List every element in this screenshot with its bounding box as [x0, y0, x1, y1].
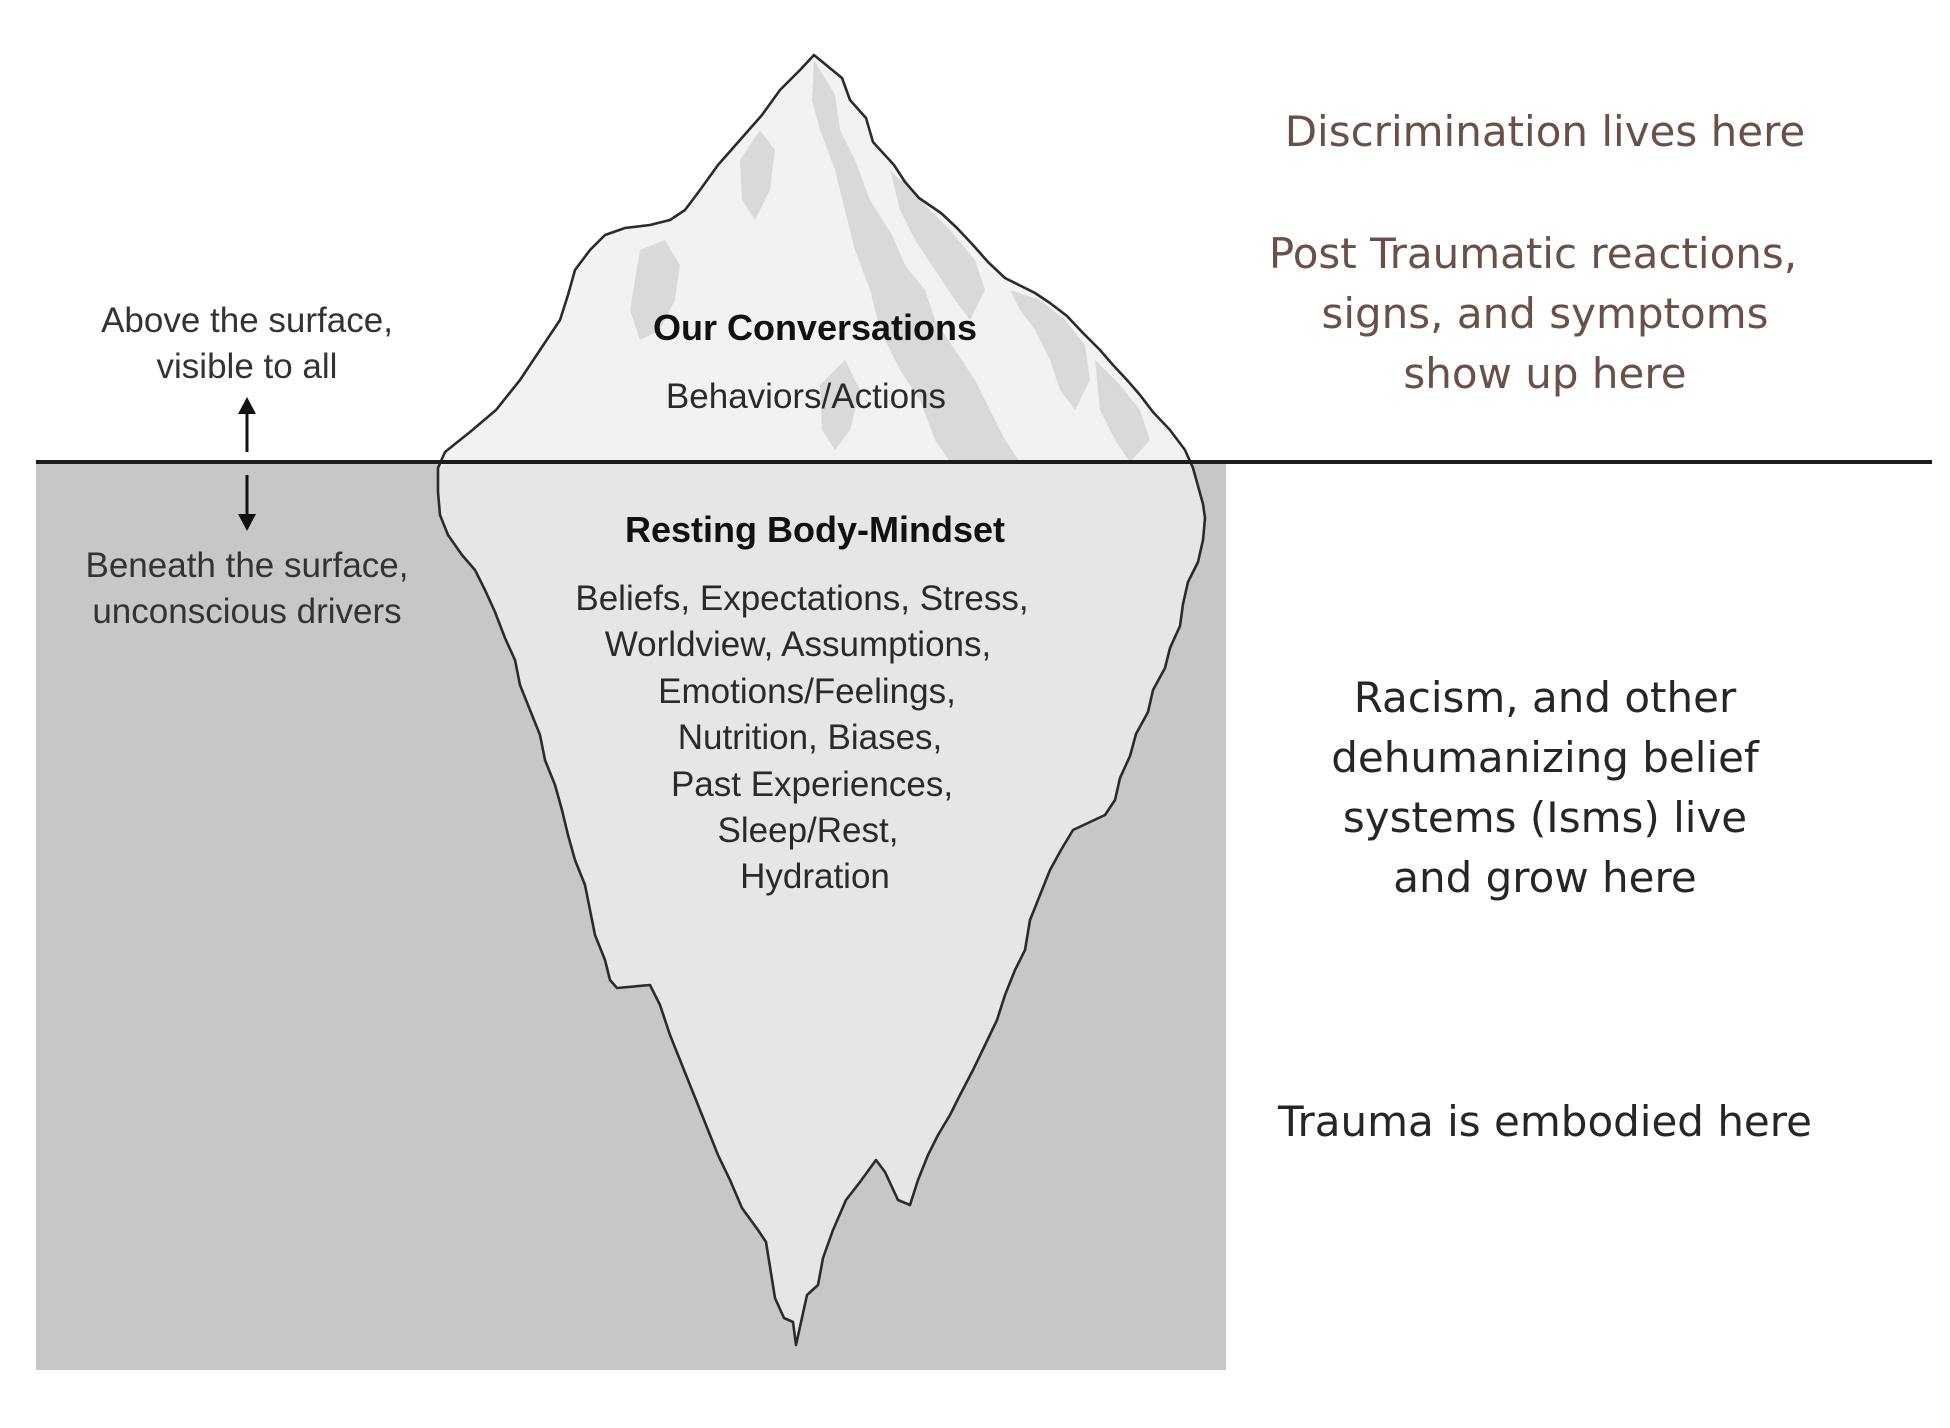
annotation-line: and grow here	[1393, 853, 1696, 902]
above-surface-line-2: visible to all	[157, 347, 338, 386]
base-line: Emotions/Feelings,	[658, 672, 956, 711]
above-surface-line-1: Above the surface,	[101, 301, 393, 340]
up-arrow-icon	[238, 397, 256, 452]
iceberg-outline	[436, 53, 1207, 1347]
iceberg-tip-shape	[440, 55, 1191, 462]
annotation-racism: Racism, and other dehumanizing belief sy…	[1331, 673, 1760, 902]
base-list: Beliefs, Expectations, Stress, Worldview…	[575, 579, 1028, 896]
iceberg	[436, 53, 1207, 1347]
base-line: Sleep/Rest,	[718, 811, 899, 850]
annotation-line: systems (Isms) live	[1343, 793, 1747, 842]
tip-subheading: Behaviors/Actions	[666, 377, 946, 416]
above-surface-label: Above the surface, visible to all	[101, 301, 393, 386]
below-surface-line-2: unconscious drivers	[92, 592, 401, 631]
base-line: Hydration	[740, 857, 890, 896]
annotation-trauma: Trauma is embodied here	[1277, 1097, 1812, 1146]
annotation-post-traumatic: Post Traumatic reactions, signs, and sym…	[1269, 229, 1797, 398]
iceberg-shading	[630, 60, 1150, 462]
below-surface-line-1: Beneath the surface,	[86, 546, 409, 585]
base-line: Nutrition, Biases,	[678, 718, 943, 757]
tip-heading: Our Conversations	[653, 307, 977, 348]
annotation-line: Racism, and other	[1354, 673, 1737, 722]
base-line: Beliefs, Expectations, Stress,	[575, 579, 1028, 618]
annotation-line: show up here	[1403, 349, 1686, 398]
annotation-line: Trauma is embodied here	[1277, 1097, 1812, 1146]
base-line: Worldview, Assumptions,	[605, 625, 991, 664]
base-heading: Resting Body-Mindset	[625, 509, 1005, 550]
annotation-line: Discrimination lives here	[1285, 107, 1806, 156]
annotation-discrimination: Discrimination lives here	[1285, 107, 1806, 156]
base-line: Past Experiences,	[671, 765, 953, 804]
annotation-line: dehumanizing belief	[1331, 733, 1760, 782]
below-surface-label: Beneath the surface, unconscious drivers	[86, 546, 409, 631]
iceberg-base-shape	[438, 462, 1205, 1345]
annotation-line: Post Traumatic reactions,	[1269, 229, 1797, 278]
annotation-line: signs, and symptoms	[1321, 289, 1768, 338]
down-arrow-icon	[238, 475, 256, 531]
